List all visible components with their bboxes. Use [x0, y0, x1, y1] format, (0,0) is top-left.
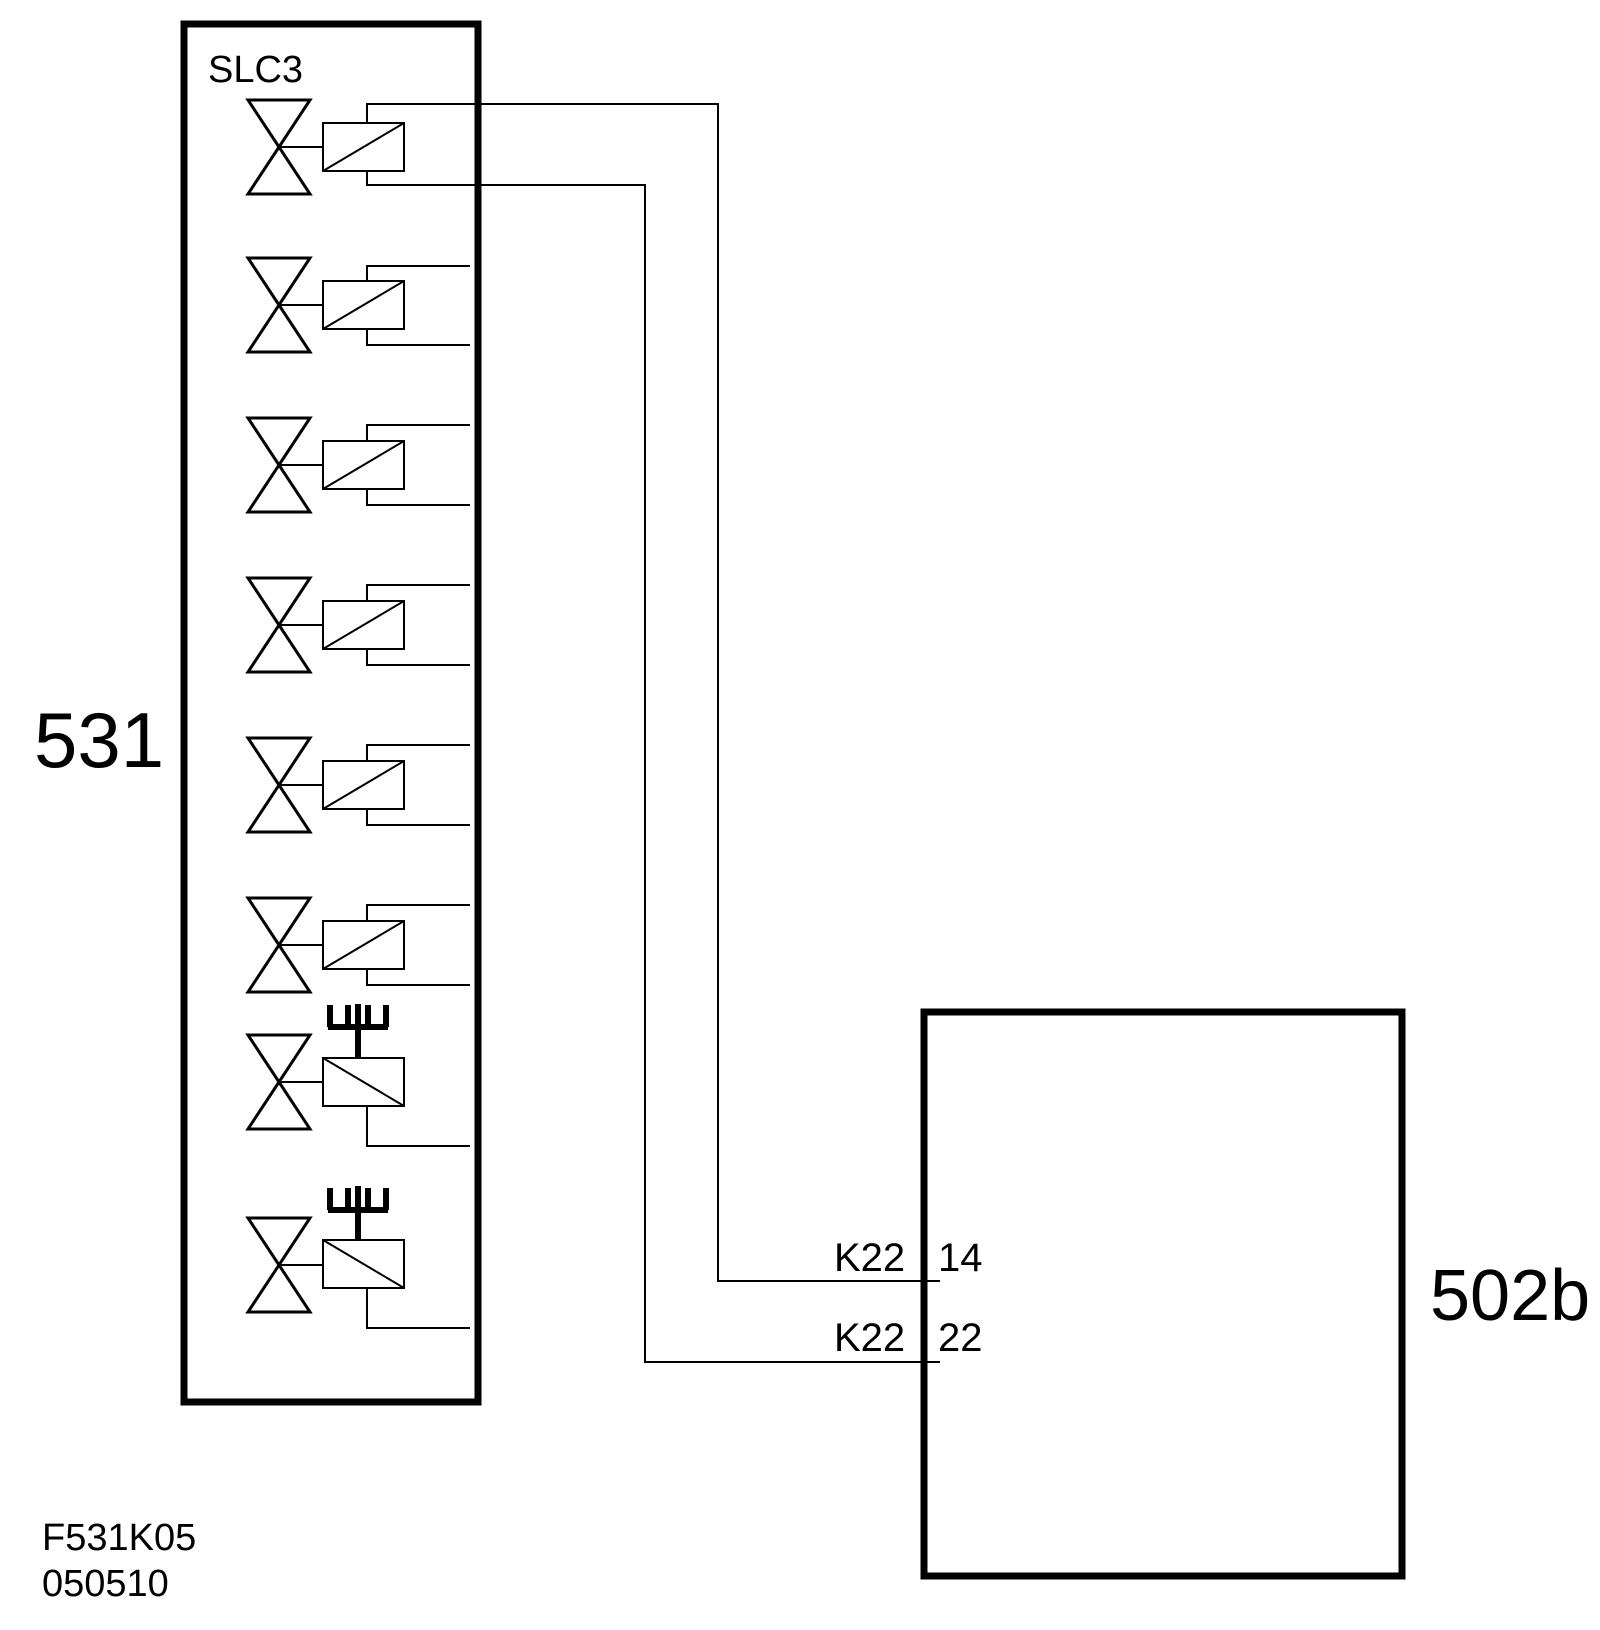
- module-531-box: [180, 20, 482, 1406]
- slc-label: SLC3: [208, 49, 303, 91]
- valve-3: [245, 416, 470, 514]
- coil-lead-bottom: [366, 969, 470, 986]
- solenoid-coil-diagonal: [322, 600, 405, 650]
- coil-lead-bottom: [366, 171, 478, 186]
- solenoid-coil-diagonal: [322, 280, 405, 330]
- terminal-top-pin: 14: [938, 1236, 983, 1280]
- terminal-bottom-pin: 22: [938, 1316, 983, 1360]
- coil-lead-top: [366, 904, 470, 921]
- valve-symbol-icon: [245, 1033, 313, 1131]
- drawing-date: 050510: [42, 1563, 169, 1605]
- unit-502b-label: 502b: [1430, 1256, 1590, 1336]
- coil-lead-bottom: [366, 809, 470, 826]
- valve-2: [245, 256, 470, 354]
- valve-6: [245, 896, 470, 994]
- solenoid-coil-icon: [322, 1239, 405, 1289]
- coil-lead-top: [366, 265, 470, 281]
- wire-to-k22-14: [478, 103, 940, 1282]
- valve-symbol-icon: [245, 576, 313, 674]
- coil-lead-bottom: [366, 329, 470, 346]
- drawing-code: F531K05: [42, 1517, 196, 1559]
- valve-4: [245, 576, 470, 674]
- solenoid-coil-diagonal: [322, 440, 405, 490]
- coil-lead-top: [366, 424, 470, 441]
- solenoid-coil-icon: [322, 280, 405, 330]
- coil-lead-top: [366, 744, 470, 761]
- wire-to-k22-22: [478, 184, 940, 1363]
- terminal-top-code: K22: [834, 1236, 905, 1280]
- coil-lead-bottom: [366, 1106, 470, 1147]
- coil-lead-bottom: [366, 1288, 470, 1329]
- terminal-bottom-code: K22: [834, 1316, 905, 1360]
- valve-7: [245, 1004, 470, 1147]
- unit-502b-box: [920, 1008, 1406, 1580]
- valve-8: [245, 1186, 470, 1329]
- coil-lead-bottom: [366, 489, 470, 506]
- solenoid-coil-icon: [322, 600, 405, 650]
- solenoid-coil-diagonal: [322, 920, 405, 970]
- manual-override-icon: [327, 1186, 389, 1240]
- valve-symbol-icon: [245, 256, 313, 354]
- valve-symbol-icon: [245, 1216, 313, 1314]
- valve-1: [245, 98, 478, 196]
- solenoid-coil-icon: [322, 920, 405, 970]
- coil-lead-top: [366, 103, 478, 123]
- solenoid-coil-icon: [322, 1057, 405, 1107]
- valve-5: [245, 736, 470, 834]
- solenoid-coil-diagonal: [322, 1239, 405, 1289]
- coil-lead-bottom: [366, 649, 470, 666]
- solenoid-coil-icon: [322, 440, 405, 490]
- coil-lead-top: [366, 584, 470, 601]
- manual-override-icon: [327, 1004, 389, 1058]
- solenoid-coil-diagonal: [322, 1057, 405, 1107]
- valve-symbol-icon: [245, 896, 313, 994]
- solenoid-coil-diagonal: [322, 122, 405, 172]
- valve-symbol-icon: [245, 736, 313, 834]
- solenoid-coil-icon: [322, 760, 405, 810]
- solenoid-coil-icon: [322, 122, 405, 172]
- valve-symbol-icon: [245, 98, 313, 196]
- solenoid-coil-diagonal: [322, 760, 405, 810]
- module-531-label: 531: [34, 696, 164, 784]
- valve-symbol-icon: [245, 416, 313, 514]
